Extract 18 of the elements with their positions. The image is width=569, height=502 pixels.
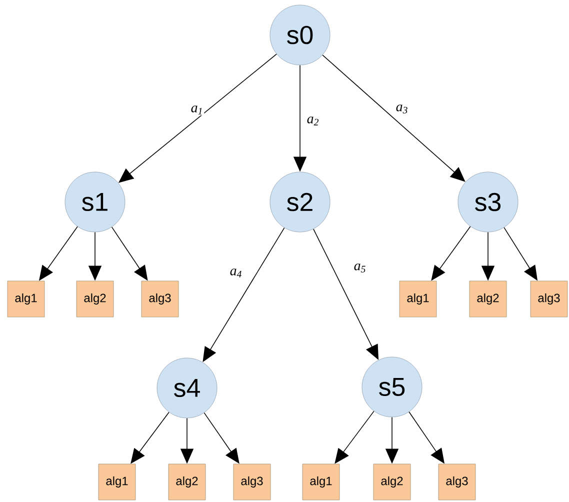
algorithm-box: alg2 [373,464,411,500]
algorithm-box: alg3 [438,464,476,500]
algorithm-box: alg1 [399,280,437,318]
edge-label: a$_{1}$ [190,104,204,116]
algorithm-box: alg1 [7,280,45,318]
algorithm-box: alg2 [469,280,507,318]
edge-label: a$_{2}$ [306,116,320,126]
algorithm-box: alg1 [302,464,340,500]
algorithm-box: alg1 [98,464,136,500]
algorithm-box: alg2 [168,464,206,500]
algorithm-box: alg3 [141,280,179,318]
arrow [322,54,466,182]
algorithm-box: alg2 [76,280,114,318]
edge-label: a$_{4}$ [228,268,244,278]
edge-label: a$_{3}$ [394,104,410,114]
algorithm-box: alg3 [233,464,271,500]
edge-label: a$_{5}$ [352,262,368,274]
algorithm-box: alg3 [530,280,568,318]
